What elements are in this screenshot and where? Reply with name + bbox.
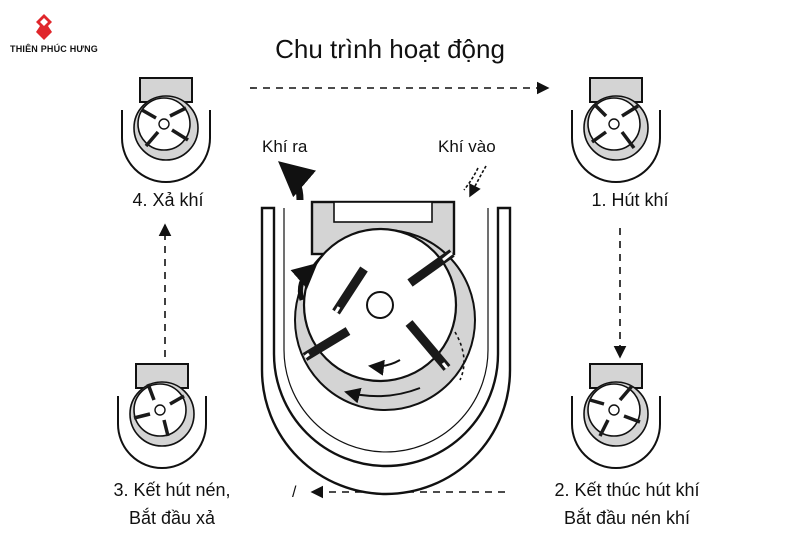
- stage-2-label-line-2: Bắt đầu nén khí: [564, 507, 690, 528]
- main-pump-shaft: [366, 291, 394, 319]
- internal-flow-arrow-icon: [344, 387, 421, 404]
- stage-3-label-line-1: 3. Kết hút nén,: [113, 480, 230, 500]
- stage-2-label-line-1: 2. Kết thúc hút khí: [554, 480, 699, 500]
- brand-mark-inner-icon: [40, 18, 48, 26]
- stage-3-label-line-2: Bắt đầu xả: [129, 507, 216, 528]
- gas-in-label: Khí vào: [438, 137, 496, 156]
- vane: [405, 320, 451, 371]
- gas-out-internal-arrow-icon: [290, 263, 318, 301]
- gas-out-arrow-icon: [278, 161, 316, 201]
- brand-mark-icon: [36, 14, 52, 40]
- main-pump-housing-inner-wall: [283, 208, 489, 453]
- brand-name: THIÊN PHÚC HƯNG: [10, 43, 98, 54]
- stage-1-pump: [571, 77, 661, 183]
- brand-logo: THIÊN PHÚC HƯNG: [10, 14, 98, 54]
- gas-out-label: Khí ra: [262, 137, 308, 156]
- main-pump-vane-tips: [304, 251, 453, 369]
- main-pump-top-notch: [333, 201, 433, 223]
- rotation-arrow-icon: [368, 359, 401, 376]
- stage-1-label: 1. Hút khí: [591, 190, 668, 210]
- internal-flow-arrow-icon: [454, 331, 465, 381]
- stage-3-pump: [117, 363, 207, 469]
- vane: [332, 266, 368, 315]
- main-pump: [260, 200, 512, 496]
- main-pump-housing: [260, 206, 512, 496]
- stage-4-pump: [121, 77, 211, 183]
- gas-in-arrow-icon: [463, 165, 487, 198]
- divider-mark: /: [292, 484, 297, 501]
- vane: [302, 327, 351, 361]
- stage-4-label: 4. Xả khí: [132, 190, 203, 210]
- stage-2-pump: [571, 363, 661, 469]
- diagram-title: Chu trình hoạt động: [275, 34, 505, 64]
